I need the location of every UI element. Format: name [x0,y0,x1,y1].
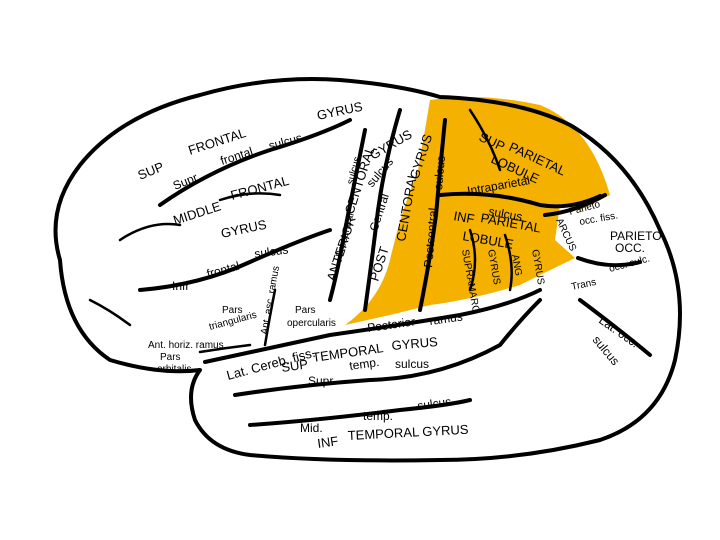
label-pars-orbitalis-orb: orbitalis [157,364,191,375]
label-middle-frontal-frontal: FRONTAL [229,173,291,203]
label-anterior-central-gyrus: GYRUS [367,126,415,162]
parietal-extra-1 [468,228,477,292]
label-ant-asc-ramus: Ant. asc. ramus [259,265,282,335]
label-sup-temp-sulcus-supr: Supr [308,374,333,388]
frontal-extra-3 [88,298,132,327]
mid-temporal-sulcus-line [248,398,472,427]
label-mid-temp-sulcus: sulcus [416,394,452,413]
central-sulcus-line [363,108,402,312]
label-ang: ANG [509,254,524,277]
label-inf-temporal-temporal-gyrus: TEMPORAL GYRUS [347,422,469,443]
label-posterior-ramus-ramus: ramus [428,309,463,328]
brain-outline [53,77,682,463]
frontal-extra-1 [118,222,182,242]
label-anterior-central-anterior: ANTERIOR [324,214,359,283]
label-inf-parietal-inf: INF [452,208,475,226]
frontal-extra-2 [218,192,282,202]
postcentral-sulcus-line [418,118,447,312]
label-trans-occ-sulc: occ. sulc. [608,253,651,274]
label-pars-opercularis-pars: Pars [295,305,316,316]
label-inf-temporal-inf: INF [316,433,339,451]
parietal-extra-2 [503,233,513,292]
label-sup-temp-sulcus-temp: temp. [348,355,380,373]
label-middle-frontal-middle: MIDDLE [171,198,223,228]
ant-horiz-ramus-line [198,343,252,354]
label-posterior-ramus-posterior: Posterior [366,314,416,335]
label-pars-orbitalis-pars: Pars [160,352,181,363]
ant-asc-ramus-line [263,288,277,347]
label-postcentral-sulcus-postcentral: Postcentral [421,207,440,268]
intraparietal-sulcus-line [438,191,602,209]
parietal-extra-3 [468,108,502,172]
label-intraparietal-sulcus: sulcus [487,204,523,224]
lat-occ-line [578,298,652,357]
precentral-sulcus-line [328,128,367,302]
label-sup-frontal-sulcus-sulcus: sulcus [267,131,303,153]
label-middle-frontal-gyrus: GYRUS [220,217,269,241]
lateral-fissure-line [203,288,542,364]
inf-frontal-sulcus-line [138,228,332,292]
label-trans-occ-trans: Trans [570,277,597,293]
parieto-occipital-line [543,193,607,217]
label-sup-frontal-gyrus-gyrus: GYRUS [316,99,365,123]
label-postcentral-sulcus-sulcus: sulcus [431,155,448,190]
label-sup-temporal-gyrus: GYRUS [391,334,439,353]
label-sup-frontal-gyrus-sup: SUP [136,159,166,183]
label-parieto-occ-occ: OCC. [615,241,645,255]
label-sup-temp-sulcus-sulcus: sulcus [395,357,429,371]
label-mid-temp-mid: Mid. [300,421,323,435]
label-sup-temporal-sup: SUP [280,356,309,375]
trans-occ-line [576,256,642,268]
sup-frontal-sulcus-line [158,118,352,207]
label-parieto-occ-parieto: PARIETO [610,229,662,243]
label-inf-frontal-sulcus-infr: Infr [172,279,189,293]
parietal-lobe-highlight [345,96,610,325]
label-inf-frontal-sulcus-sulcus: sulcus [253,242,289,261]
label-pars-triangularis-pars: Pars [222,305,243,316]
sup-temporal-sulcus-line [233,298,542,397]
label-mid-temp-temp: temp. [363,409,393,423]
label-central-sulcus-central: Central [367,192,392,233]
label-pars-opercularis-op: opercularis [287,318,336,329]
label-inf-frontal-sulcus-frontal: frontal [205,259,241,281]
label-ant-horiz-ramus: Ant. horiz. ramus [148,340,224,351]
